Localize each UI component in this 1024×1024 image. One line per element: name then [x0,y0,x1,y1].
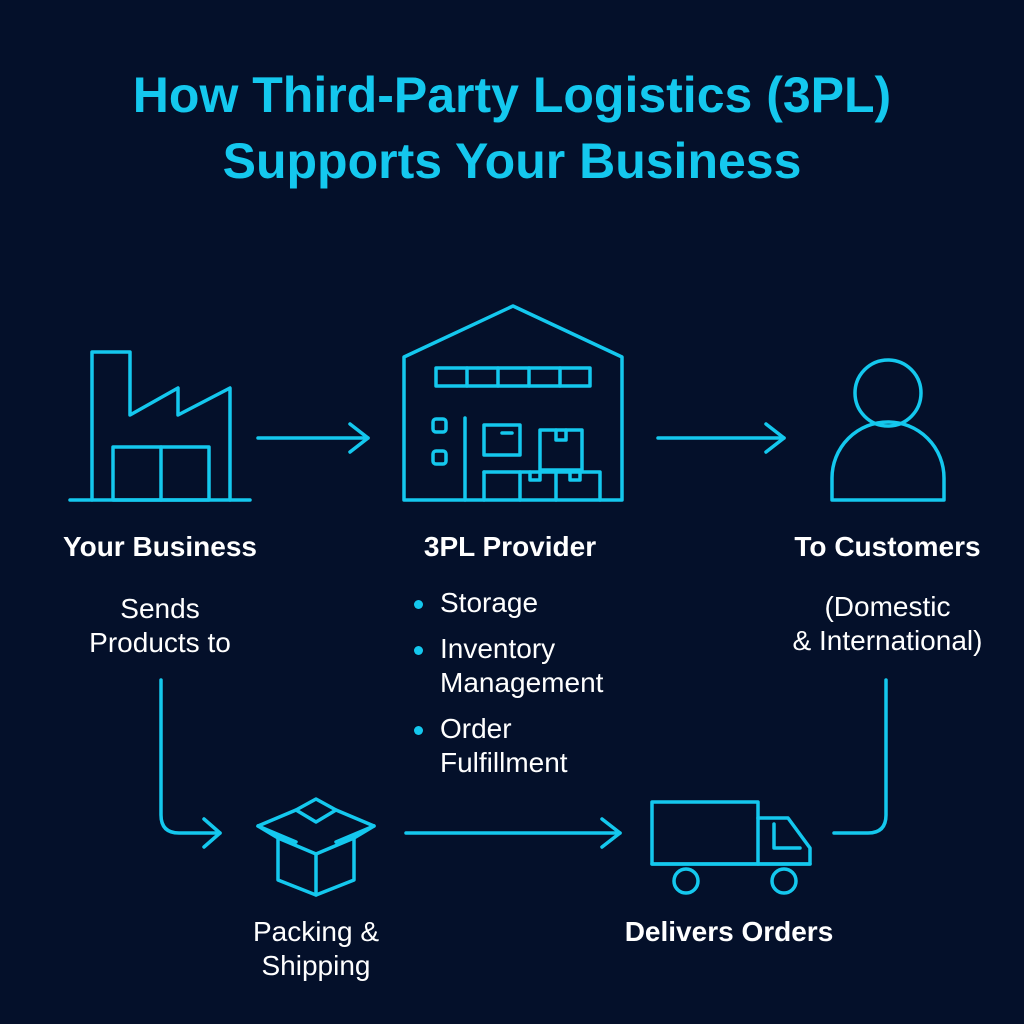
page-title: How Third-Party Logistics (3PL) Supports… [0,62,1024,194]
arrow-packing-to-delivery [404,817,622,849]
arrow-provider-to-customers [656,422,786,454]
business-label: Your Business [63,531,257,562]
service-line-1: Inventory [440,633,556,664]
provider-services-list: Storage Inventory Management Order Fulfi… [410,586,660,792]
bullet-icon [414,646,423,655]
box-icon [256,797,376,897]
customers-subtext: (Domestic & International) [760,590,1015,658]
provider-label: 3PL Provider [423,531,597,562]
customers-subtext-line-2: & International) [792,625,983,656]
customers-subtext-line-1: (Domestic [824,591,951,622]
connector-customers-to-delivery [832,678,888,835]
packing-label-line-1: Packing & [252,916,380,947]
arrow-business-to-provider [256,422,370,454]
business-subtext-line-1: Sends [120,593,200,624]
person-icon [830,358,946,502]
delivery-label: Delivers Orders [624,916,834,947]
business-subtext-line-2: Products to [89,627,231,658]
service-item-inventory: Inventory Management [410,632,660,700]
title-line-1: How Third-Party Logistics (3PL) [132,67,892,123]
warehouse-icon [402,304,624,502]
service-item-fulfillment: Order Fulfillment [410,712,660,780]
service-line-1: Order [440,713,512,744]
title-line-2: Supports Your Business [222,133,802,189]
business-subtext: Sends Products to [40,592,280,660]
service-line-1: Storage [440,587,539,618]
connector-business-to-packing [159,678,222,849]
service-item-storage: Storage [410,586,660,620]
bullet-icon [414,726,423,735]
bullet-icon [414,600,423,609]
packing-label-line-2: Shipping [261,950,371,981]
packing-label: Packing & Shipping [196,915,436,983]
service-line-2: Management [440,667,604,698]
truck-icon [650,800,812,895]
customers-label: To Customers [794,531,981,562]
factory-icon [68,350,252,502]
service-line-2: Fulfillment [440,747,568,778]
